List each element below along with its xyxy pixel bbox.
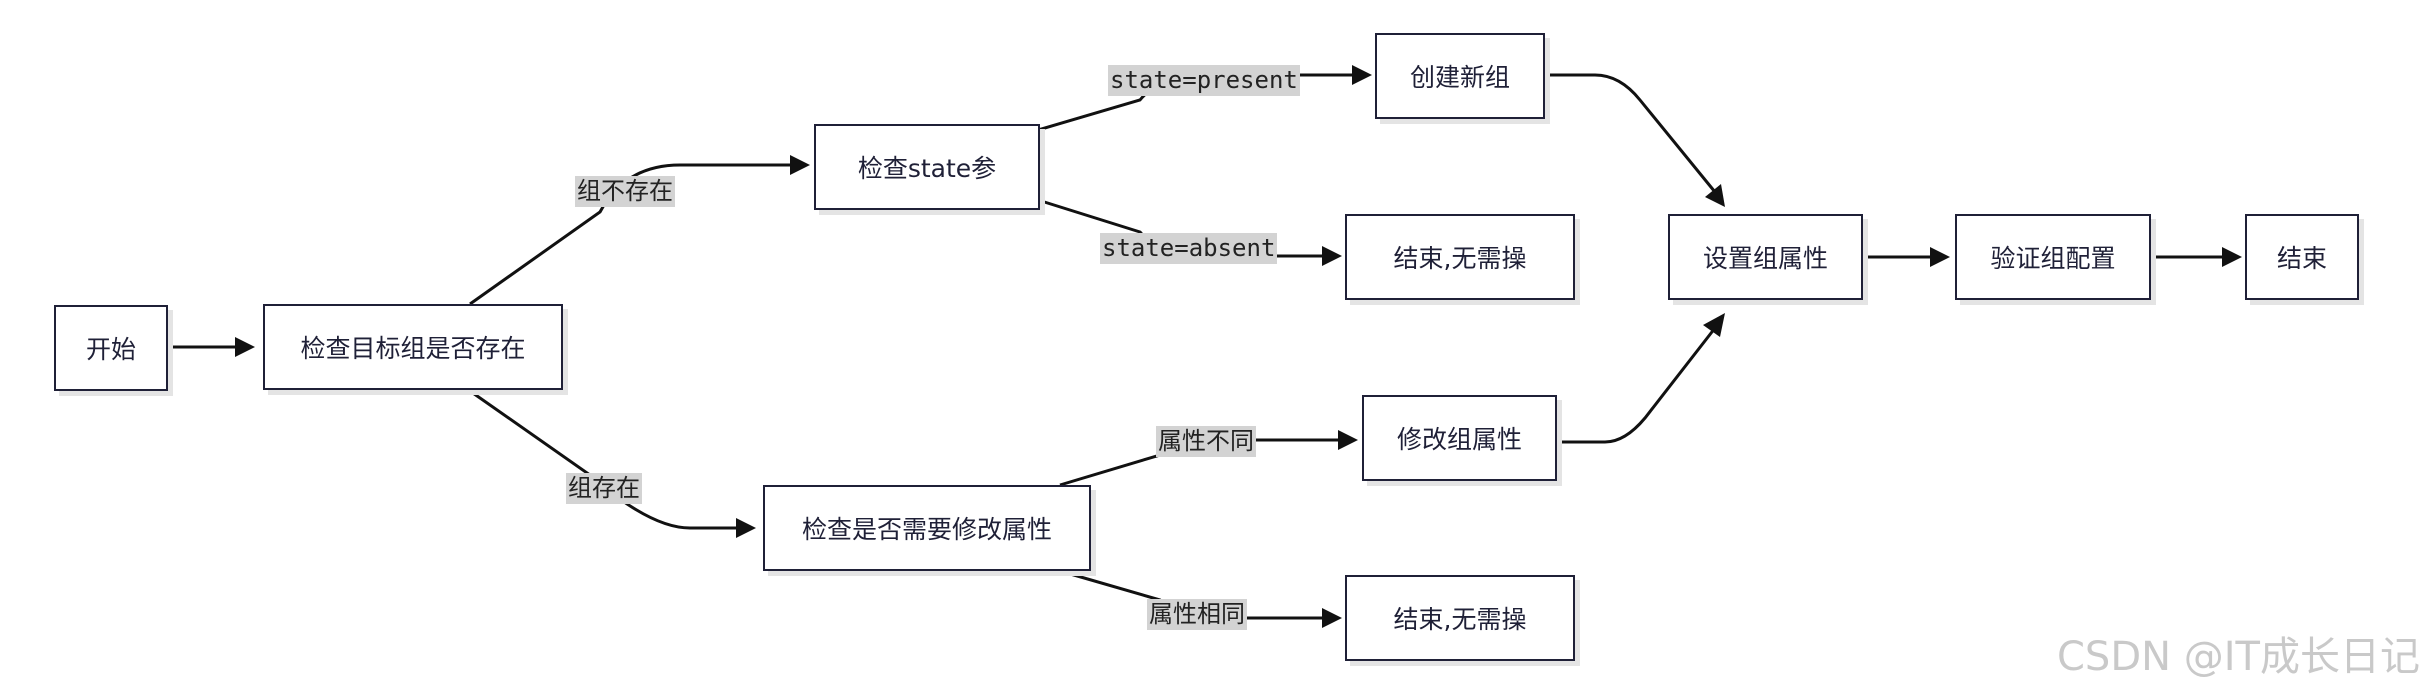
arrowhead — [235, 337, 255, 357]
edge-create-to-set — [1545, 73, 1717, 193]
edge-label-state-absent: state=absent — [1100, 233, 1278, 264]
edge-check-to-modify — [469, 389, 740, 530]
end-no-action-node-2: 结束,无需操 — [1345, 575, 1575, 661]
arrowhead — [2222, 247, 2242, 267]
arrowhead — [1703, 313, 1725, 337]
modify-group-attrs-node: 修改组属性 — [1362, 395, 1557, 481]
arrowhead — [1322, 608, 1342, 628]
edge-label-group-not-exists: 组不存在 — [575, 176, 675, 207]
arrowhead — [1322, 246, 1342, 266]
edge-label-attrs-same: 属性相同 — [1147, 599, 1247, 630]
arrowhead — [790, 155, 810, 175]
edge-modify-to-set — [1557, 327, 1717, 444]
create-group-node: 创建新组 — [1375, 33, 1545, 119]
start-node: 开始 — [54, 305, 168, 391]
end-no-action-node-1: 结束,无需操 — [1345, 214, 1575, 300]
edge-label-attrs-differ: 属性不同 — [1156, 426, 1256, 457]
check-group-exists-node: 检查目标组是否存在 — [263, 304, 563, 390]
verify-group-config-node: 验证组配置 — [1955, 214, 2151, 300]
arrowhead — [1930, 247, 1950, 267]
edge-label-group-exists: 组存在 — [566, 473, 642, 504]
arrowhead — [1705, 184, 1725, 207]
end-node: 结束 — [2245, 214, 2359, 300]
check-state-param-node: 检查state参 — [814, 124, 1040, 210]
watermark: CSDN @IT成长日记 — [2057, 634, 2420, 680]
arrowhead — [1352, 65, 1372, 85]
arrowhead — [1338, 430, 1358, 450]
set-group-attrs-node: 设置组属性 — [1668, 214, 1863, 300]
check-modify-attrs-node: 检查是否需要修改属性 — [763, 485, 1091, 571]
arrowhead — [736, 518, 756, 538]
edge-label-state-present: state=present — [1108, 65, 1300, 96]
